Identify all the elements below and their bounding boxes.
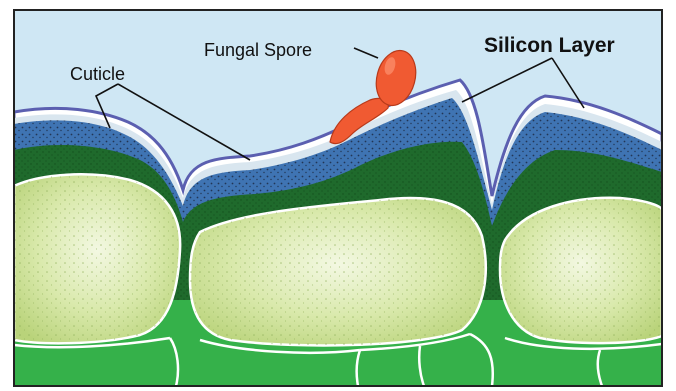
label-cuticle: Cuticle	[70, 64, 125, 84]
label-silicon-layer: Silicon Layer	[484, 34, 615, 57]
label-fungal-spore: Fungal Spore	[204, 40, 312, 60]
cell-left-texture	[14, 174, 180, 343]
cell-center-texture	[190, 198, 486, 345]
